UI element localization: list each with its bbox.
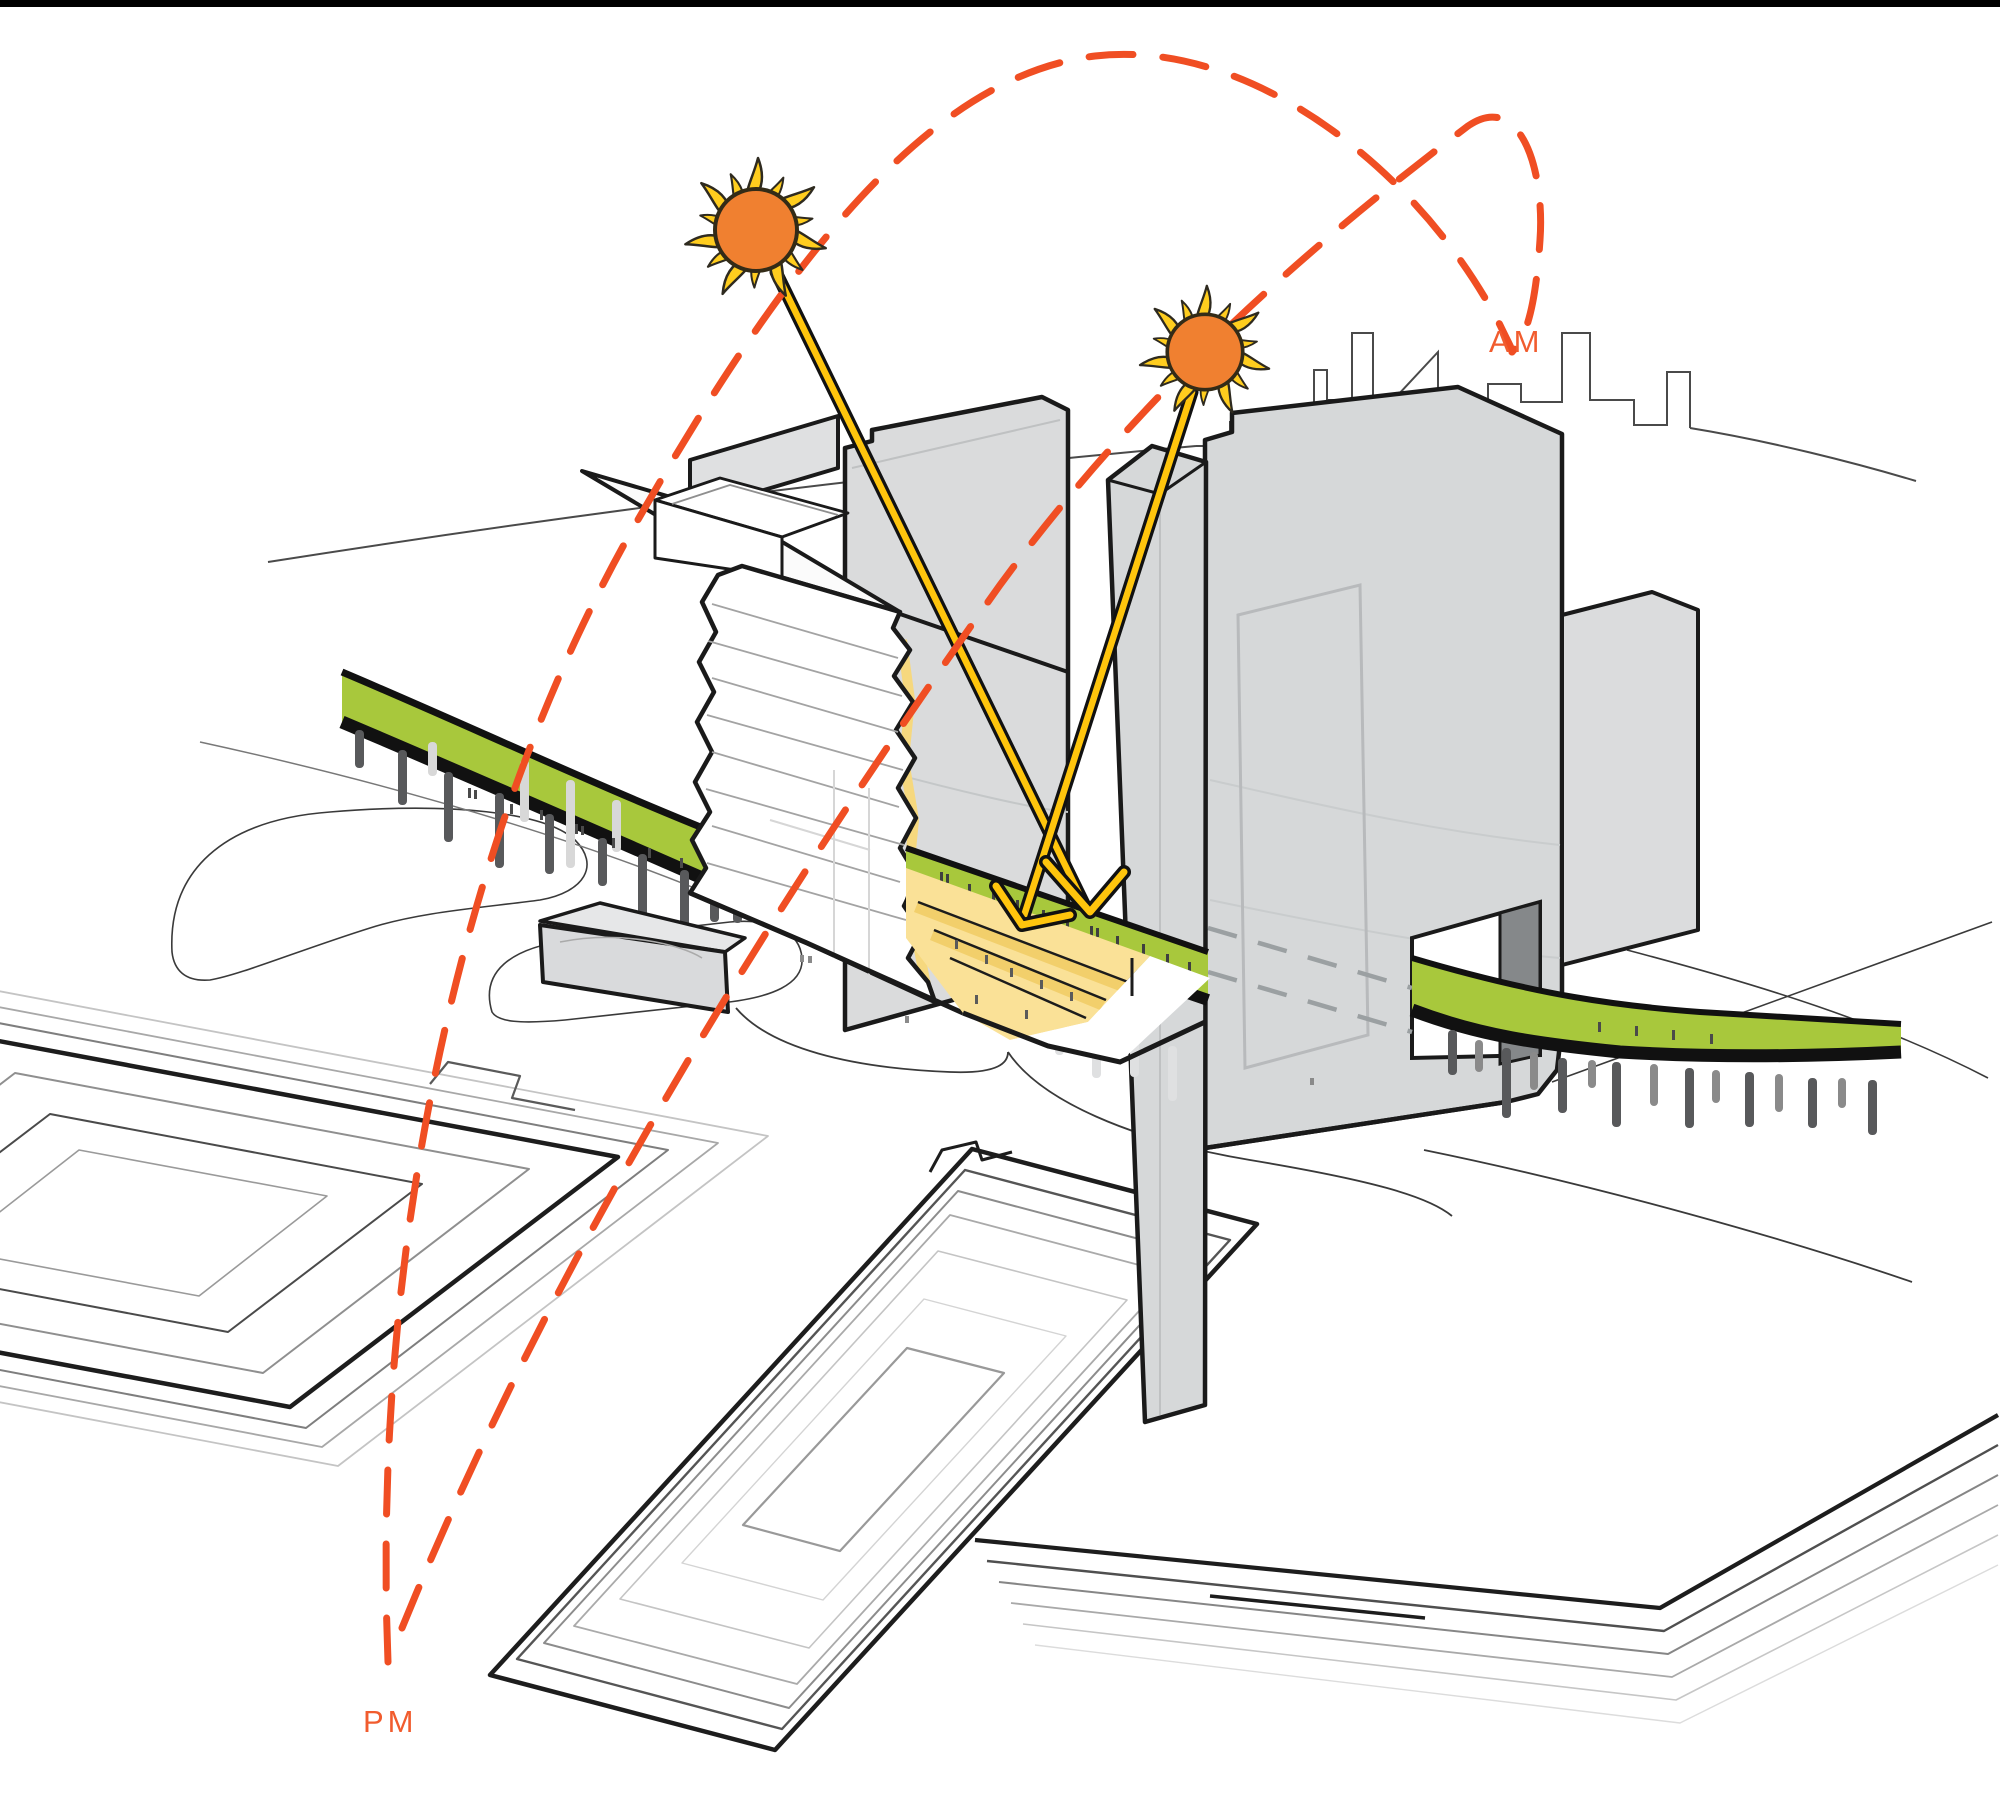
ghost-core-lines <box>769 770 871 975</box>
floor-lines <box>705 603 907 921</box>
elevated-park-right <box>1409 955 1902 1135</box>
wedge-building <box>538 901 747 1014</box>
hidden-park-dashed <box>1207 925 1413 1035</box>
sun-ray-beam-afternoon <box>769 265 1093 915</box>
sun-path-arc-long <box>382 51 1516 1666</box>
arrowhead-icon <box>1039 855 1131 919</box>
tower-front-face <box>687 563 938 1005</box>
main-building <box>580 469 1069 1016</box>
people-marks <box>955 940 1073 1019</box>
terrace-podium <box>1010 956 1210 1062</box>
am-label: AM <box>1489 324 1544 359</box>
pier-outline-left <box>0 990 769 1467</box>
horizon-line-right <box>1689 427 1917 482</box>
sun-ray-beam-morning <box>1015 385 1199 929</box>
terrace <box>800 868 1314 1085</box>
sun-icon <box>685 158 829 299</box>
people-marks <box>468 788 709 878</box>
people-marks <box>1598 1022 1713 1044</box>
pm-label: PM <box>363 1704 418 1739</box>
penthouse <box>653 476 850 579</box>
neighbor-building-right <box>1105 384 1700 1425</box>
sun-path-arc-steep <box>398 113 1545 1632</box>
pier-outline-right <box>974 1413 2000 1724</box>
top-border <box>0 0 2000 7</box>
arrowhead-icon <box>989 879 1077 932</box>
city-skyline <box>267 332 1917 563</box>
